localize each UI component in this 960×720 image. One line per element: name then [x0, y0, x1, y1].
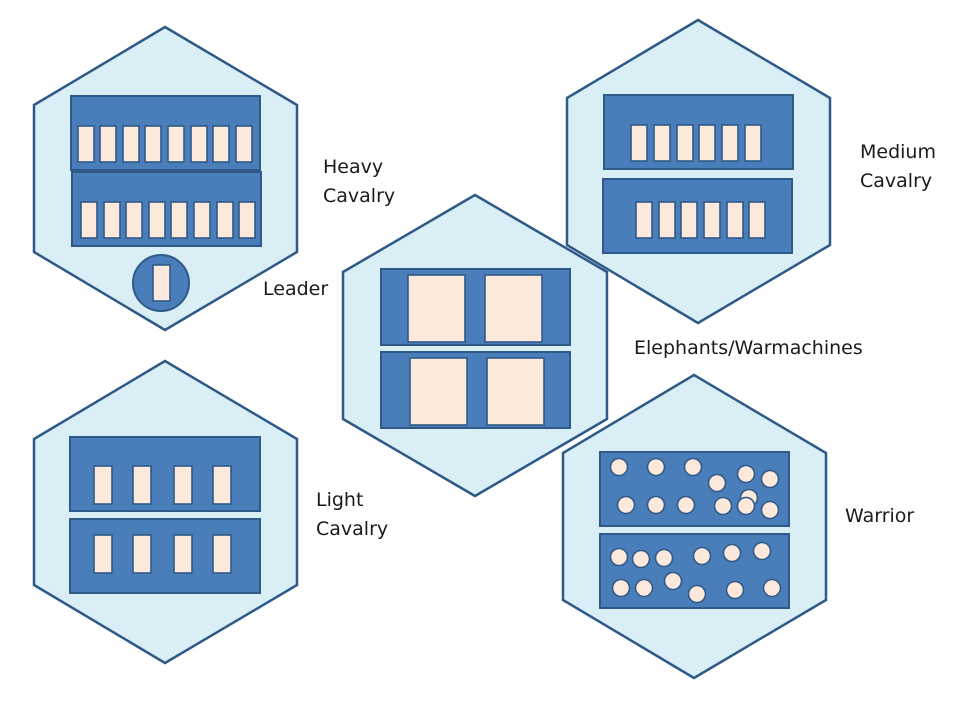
heavy-cavalry-label-line-1: Heavy	[323, 156, 384, 178]
heavy-cavalry-row-2	[80, 201, 256, 239]
elephant-piece	[409, 357, 468, 426]
light-cavalry-piece	[93, 534, 113, 574]
warrior-token	[616, 495, 636, 515]
medium-cavalry-piece	[680, 201, 698, 239]
warrior-token	[752, 541, 772, 561]
heavy-cavalry-piece	[144, 125, 162, 163]
medium-cavalry-label: Medium Cavalry	[860, 138, 936, 196]
medium-cavalry-unit	[565, 18, 832, 325]
heavy-cavalry-piece	[80, 201, 98, 239]
light-cavalry-piece	[93, 465, 113, 505]
leader-label: Leader	[263, 278, 329, 300]
light-cavalry-piece	[173, 534, 193, 574]
medium-cavalry-label-line-2: Cavalry	[860, 170, 933, 192]
light-cavalry-label-line-2: Cavalry	[316, 518, 389, 540]
warrior-row-2	[609, 541, 782, 604]
leader-token	[132, 254, 190, 312]
warrior-token	[725, 580, 745, 600]
elephants-row-2	[409, 357, 545, 426]
elephant-piece	[484, 274, 543, 343]
light-cavalry-piece	[173, 465, 193, 505]
heavy-cavalry-piece	[125, 201, 143, 239]
warrior-token	[762, 578, 782, 598]
medium-cavalry-piece	[698, 124, 716, 162]
heavy-cavalry-row-1	[77, 125, 253, 163]
warrior-token	[707, 473, 727, 493]
heavy-cavalry-piece	[77, 125, 95, 163]
light-cavalry-row-2	[93, 534, 232, 574]
medium-cavalry-row-1	[630, 124, 762, 162]
warrior-token	[736, 496, 756, 516]
heavy-cavalry-piece	[122, 125, 140, 163]
warrior-token	[646, 495, 666, 515]
medium-cavalry-piece	[744, 124, 762, 162]
elephants-row-1	[407, 274, 543, 343]
heavy-cavalry-piece	[235, 125, 253, 163]
warrior-token	[634, 578, 654, 598]
medium-cavalry-piece	[726, 201, 744, 239]
warrior-token	[676, 495, 696, 515]
medium-cavalry-label-line-1: Medium	[860, 141, 936, 163]
heavy-cavalry-piece	[216, 201, 234, 239]
light-cavalry-piece	[132, 534, 152, 574]
elephant-piece	[407, 274, 466, 343]
heavy-cavalry-label: Heavy Cavalry	[323, 153, 395, 211]
medium-cavalry-piece	[635, 201, 653, 239]
light-cavalry-piece	[212, 534, 232, 574]
elephants-warmachines-unit	[341, 193, 609, 498]
medium-cavalry-piece	[630, 124, 648, 162]
warrior-token	[654, 548, 674, 568]
warrior-token	[609, 547, 629, 567]
light-cavalry-piece	[132, 465, 152, 505]
light-cavalry-unit	[32, 359, 299, 665]
heavy-cavalry-piece	[170, 201, 188, 239]
warrior-token	[722, 543, 742, 563]
heavy-cavalry-piece	[99, 125, 117, 163]
light-cavalry-label: Light Cavalry	[316, 486, 388, 544]
medium-cavalry-piece	[721, 124, 739, 162]
elephant-piece	[486, 357, 545, 426]
medium-cavalry-piece	[653, 124, 671, 162]
leader-piece	[152, 264, 171, 302]
warrior-unit	[561, 373, 828, 680]
warrior-token	[760, 469, 780, 489]
medium-cavalry-piece	[748, 201, 766, 239]
heavy-cavalry-label-line-2: Cavalry	[323, 185, 396, 207]
heavy-cavalry-piece	[167, 125, 185, 163]
warrior-token	[683, 457, 703, 477]
warrior-token	[646, 457, 666, 477]
elephants-warmachines-label: Elephants/Warmachines	[634, 337, 863, 359]
warrior-token	[609, 457, 629, 477]
warrior-token	[687, 584, 707, 604]
heavy-cavalry-unit	[32, 25, 299, 332]
medium-cavalry-row-2	[635, 201, 766, 239]
medium-cavalry-piece	[658, 201, 676, 239]
warrior-token	[736, 464, 756, 484]
warrior-token	[611, 578, 631, 598]
medium-cavalry-piece	[703, 201, 721, 239]
light-cavalry-label-line-1: Light	[316, 489, 364, 511]
heavy-cavalry-piece	[238, 201, 256, 239]
light-cavalry-piece	[212, 465, 232, 505]
warrior-token	[692, 546, 712, 566]
light-cavalry-row-1	[93, 465, 232, 505]
warrior-label: Warrior	[845, 505, 915, 527]
heavy-cavalry-piece	[193, 201, 211, 239]
warrior-token	[631, 549, 651, 569]
medium-cavalry-piece	[676, 124, 694, 162]
warrior-token	[663, 571, 683, 591]
heavy-cavalry-piece	[103, 201, 121, 239]
warrior-token	[713, 496, 733, 516]
warrior-row-1	[609, 457, 780, 520]
heavy-cavalry-piece	[190, 125, 208, 163]
warrior-token	[760, 500, 780, 520]
heavy-cavalry-piece	[148, 201, 166, 239]
heavy-cavalry-piece	[212, 125, 230, 163]
